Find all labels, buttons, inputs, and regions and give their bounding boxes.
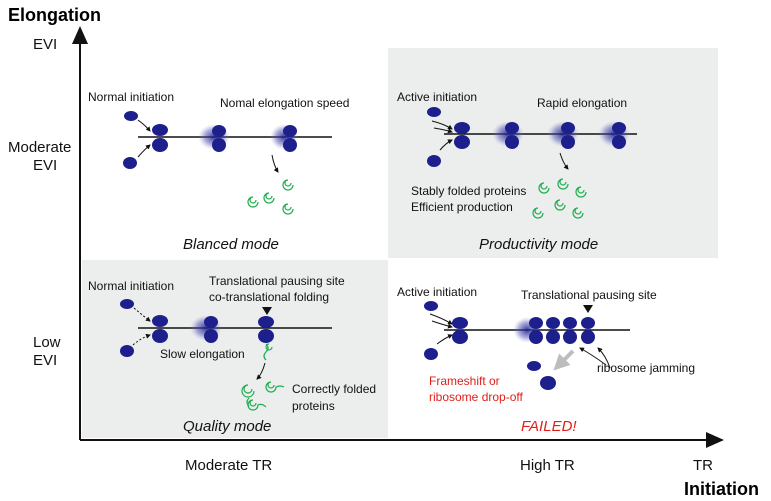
failed-jammed-ribosomes — [513, 317, 595, 344]
quality-free-subunit-bottom — [120, 345, 134, 357]
productivity-elong-label: Rapid elongation — [537, 96, 627, 110]
failed-ribosome-1 — [452, 317, 468, 344]
quality-free-subunit-top — [120, 299, 134, 309]
balanced-elong-label: Nomal elongation speed — [220, 96, 349, 110]
quality-nascent-chain — [263, 343, 273, 361]
y-axis-arrowhead — [72, 26, 88, 44]
balanced-mode-label: Blanced mode — [183, 236, 279, 253]
balanced-release-arrow — [271, 154, 279, 173]
failed-mode-panel: Active initiation Translational pausing … — [397, 285, 695, 435]
x-axis-high-label: High TR — [520, 457, 575, 474]
x-axis-arrowhead — [706, 432, 724, 448]
failed-free-subunit-bottom — [424, 348, 438, 360]
quality-ribosome-1 — [152, 315, 168, 343]
failed-pause-marker — [583, 305, 593, 313]
quality-pause-label-2: co-translational folding — [209, 290, 329, 304]
x-axis-title: Initiation — [684, 479, 759, 499]
quality-init-label: Normal initiation — [88, 279, 174, 293]
quality-ribosome-2 — [190, 315, 222, 343]
productivity-free-subunit-bottom — [427, 155, 441, 167]
quality-folded-label-2: proteins — [292, 399, 335, 413]
failed-drop-off-arrow — [553, 349, 575, 371]
balanced-init-arrow-top — [137, 119, 151, 132]
productivity-init-label: Active initiation — [397, 90, 477, 104]
failed-pause-label: Translational pausing site — [521, 288, 657, 302]
balanced-free-subunit-bottom — [123, 157, 137, 169]
balanced-ribosome-2 — [198, 124, 230, 152]
y-axis-moderate-label-2: EVI — [33, 157, 57, 174]
y-axis-low-label-1: Low — [33, 334, 61, 351]
failed-free-subunit-top — [424, 301, 438, 311]
productivity-ribosome-1 — [454, 122, 470, 149]
balanced-mode-panel: Normal initiation Nomal elongation speed — [88, 90, 349, 253]
balanced-free-subunit-top — [124, 111, 138, 121]
quality-mode-panel: Normal initiation Translational pausing … — [88, 274, 376, 435]
quality-slow-label: Slow elongation — [160, 347, 245, 361]
y-axis-low-label-2: EVI — [33, 352, 57, 369]
failed-drop-label-1: Frameshift or — [429, 374, 500, 388]
quality-folded-label-1: Correctly folded — [292, 382, 376, 396]
quality-folded-proteins — [241, 381, 285, 411]
productivity-proteins — [532, 178, 587, 219]
failed-init-label: Active initiation — [397, 285, 477, 299]
quality-pause-label-1: Translational pausing site — [209, 274, 345, 288]
failed-jam-label: ribosome jamming — [597, 361, 695, 375]
productivity-mode-label: Productivity mode — [479, 236, 598, 253]
productivity-mode-panel: Active initiation Rapid elongation — [397, 90, 637, 253]
quality-ribosome-3 — [258, 316, 274, 343]
quality-pause-marker — [262, 307, 272, 315]
balanced-ribosome-1 — [152, 124, 168, 152]
quality-mode-label: Quality mode — [183, 418, 271, 435]
failed-mode-label: FAILED! — [521, 418, 577, 435]
balanced-proteins — [247, 179, 294, 215]
balanced-init-label: Normal initiation — [88, 90, 174, 104]
balanced-ribosome-3 — [270, 124, 298, 152]
productivity-ribosome-2 — [492, 121, 524, 149]
failed-drop-label-2: ribosome drop-off — [429, 390, 523, 404]
balanced-init-arrow-bottom — [137, 144, 151, 158]
failed-dropped-subunits — [527, 361, 556, 390]
productivity-proteins-label-2: Efficient production — [411, 200, 513, 214]
failed-jam-arrow-2 — [597, 347, 611, 369]
quality-folding-arrow — [256, 362, 266, 380]
y-axis-top-label: EVI — [33, 36, 57, 53]
productivity-ribosome-4 — [598, 121, 630, 149]
productivity-release-arrow — [559, 152, 569, 170]
productivity-free-subunit-top — [427, 107, 441, 117]
productivity-ribosome-3 — [547, 121, 579, 149]
failed-jam-arrow-1 — [579, 347, 607, 366]
x-axis-moderate-label: Moderate TR — [185, 457, 272, 474]
x-axis-end-label: TR — [693, 457, 713, 474]
y-axis-moderate-label-1: Moderate — [8, 139, 71, 156]
y-axis-title: Elongation — [8, 5, 101, 25]
productivity-panel-bg — [388, 48, 718, 258]
productivity-proteins-label-1: Stably folded proteins — [411, 184, 526, 198]
